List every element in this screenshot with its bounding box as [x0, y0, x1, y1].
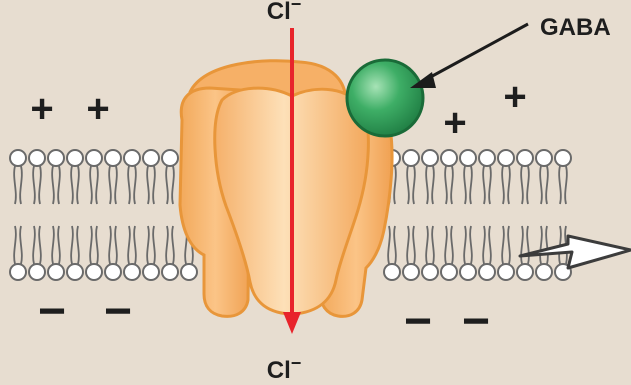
phospholipid — [105, 226, 121, 280]
positive-charge-4: + — [503, 75, 526, 119]
phospholipid — [403, 150, 419, 204]
phospholipid — [384, 226, 400, 280]
phospholipid — [422, 226, 438, 280]
chloride-label-bottom: Cl− — [267, 353, 302, 384]
phospholipid — [29, 226, 45, 280]
phospholipid — [460, 226, 476, 280]
phospholipid — [124, 226, 140, 280]
phospholipid — [517, 150, 533, 204]
phospholipid — [162, 226, 178, 280]
phospholipid — [498, 226, 514, 280]
membrane-pointer-arrow — [520, 236, 631, 268]
lipid-bilayer-left — [10, 150, 197, 280]
phospholipid — [124, 150, 140, 204]
positive-charge-1: + — [30, 87, 53, 131]
phospholipid — [48, 226, 64, 280]
gaba-pointer-arrow — [425, 24, 528, 80]
phospholipid — [441, 150, 457, 204]
phospholipid — [86, 226, 102, 280]
phospholipid — [48, 150, 64, 204]
chloride-flow-arrowhead — [283, 312, 301, 334]
phospholipid — [403, 226, 419, 280]
negative-charge-2: − — [104, 285, 132, 338]
phospholipid — [479, 226, 495, 280]
phospholipid — [67, 150, 83, 204]
positive-charge-2: + — [86, 87, 109, 131]
chloride-label-top: Cl− — [267, 0, 302, 25]
phospholipid — [143, 150, 159, 204]
phospholipid — [105, 150, 121, 204]
phospholipid — [422, 150, 438, 204]
phospholipid — [555, 150, 571, 204]
phospholipid — [10, 150, 26, 204]
phospholipid — [67, 226, 83, 280]
phospholipid — [29, 150, 45, 204]
phospholipid — [441, 226, 457, 280]
phospholipid — [143, 226, 159, 280]
phospholipid — [86, 150, 102, 204]
phospholipid — [536, 150, 552, 204]
positive-charge-3: + — [443, 101, 466, 145]
lipid-bilayer-right — [384, 150, 571, 280]
negative-charge-1: − — [38, 285, 66, 338]
gaba-molecule — [347, 60, 423, 136]
negative-charge-4: − — [462, 295, 490, 348]
phospholipid — [10, 226, 26, 280]
phospholipid — [479, 150, 495, 204]
negative-charge-3: − — [404, 295, 432, 348]
phospholipid — [162, 150, 178, 204]
gaba-label: GABA — [540, 14, 611, 41]
phospholipid — [460, 150, 476, 204]
phospholipid — [498, 150, 514, 204]
